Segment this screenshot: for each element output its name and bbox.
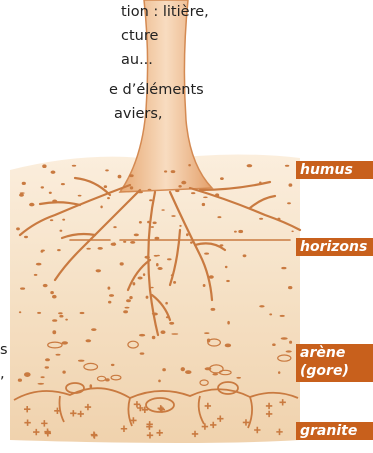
label-granite: granite [296,422,373,440]
text-fragment-7: , [0,364,5,384]
text-fragment-6: s [0,340,8,360]
text-fragment-4: e d’éléments [109,80,204,100]
label-arene-line2: (gore) [300,362,373,380]
text-fragment-2: cture [121,26,158,46]
text-fragment-5: aviers, [114,104,163,124]
label-humus: humus [296,161,373,179]
text-fragment-1: tion : litière, [121,2,209,22]
text-fragment-3: au... [121,50,153,70]
label-arene-line1: arène [300,344,373,362]
label-arene: arène (gore) [296,344,373,382]
label-horizons: horizons [296,238,373,256]
